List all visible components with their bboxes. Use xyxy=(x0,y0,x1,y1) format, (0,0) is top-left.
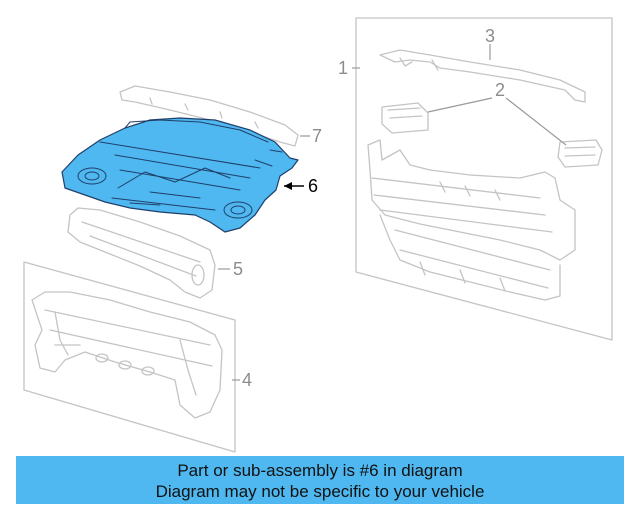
callout-6[interactable]: 6 xyxy=(308,176,318,196)
banner-line-2: Diagram may not be specific to your vehi… xyxy=(155,482,485,501)
part-3-upper-rail xyxy=(379,49,586,103)
callout-4[interactable]: 4 xyxy=(242,370,252,390)
callout-5[interactable]: 5 xyxy=(233,259,243,279)
leader-2a xyxy=(427,97,493,113)
assembly-panel-1 xyxy=(355,17,613,341)
leader-2b xyxy=(505,97,567,146)
part-2-bracket-right xyxy=(557,139,603,168)
part-7-rail xyxy=(119,85,299,147)
part-2-bracket-left xyxy=(381,102,429,134)
info-banner: Part or sub-assembly is #6 in diagram Di… xyxy=(16,456,624,504)
leader-6-arrowhead xyxy=(284,182,292,190)
callout-1[interactable]: 1 xyxy=(338,58,348,78)
callout-2[interactable]: 2 xyxy=(495,80,505,100)
part-6-package-tray xyxy=(61,117,299,233)
callout-3[interactable]: 3 xyxy=(485,26,495,46)
part-1-lower-assembly xyxy=(367,139,576,301)
callout-7[interactable]: 7 xyxy=(312,126,322,146)
part-5-panel xyxy=(67,207,216,299)
banner-line-1: Part or sub-assembly is #6 in diagram xyxy=(177,461,463,480)
assembly-panel-4 xyxy=(23,261,236,453)
